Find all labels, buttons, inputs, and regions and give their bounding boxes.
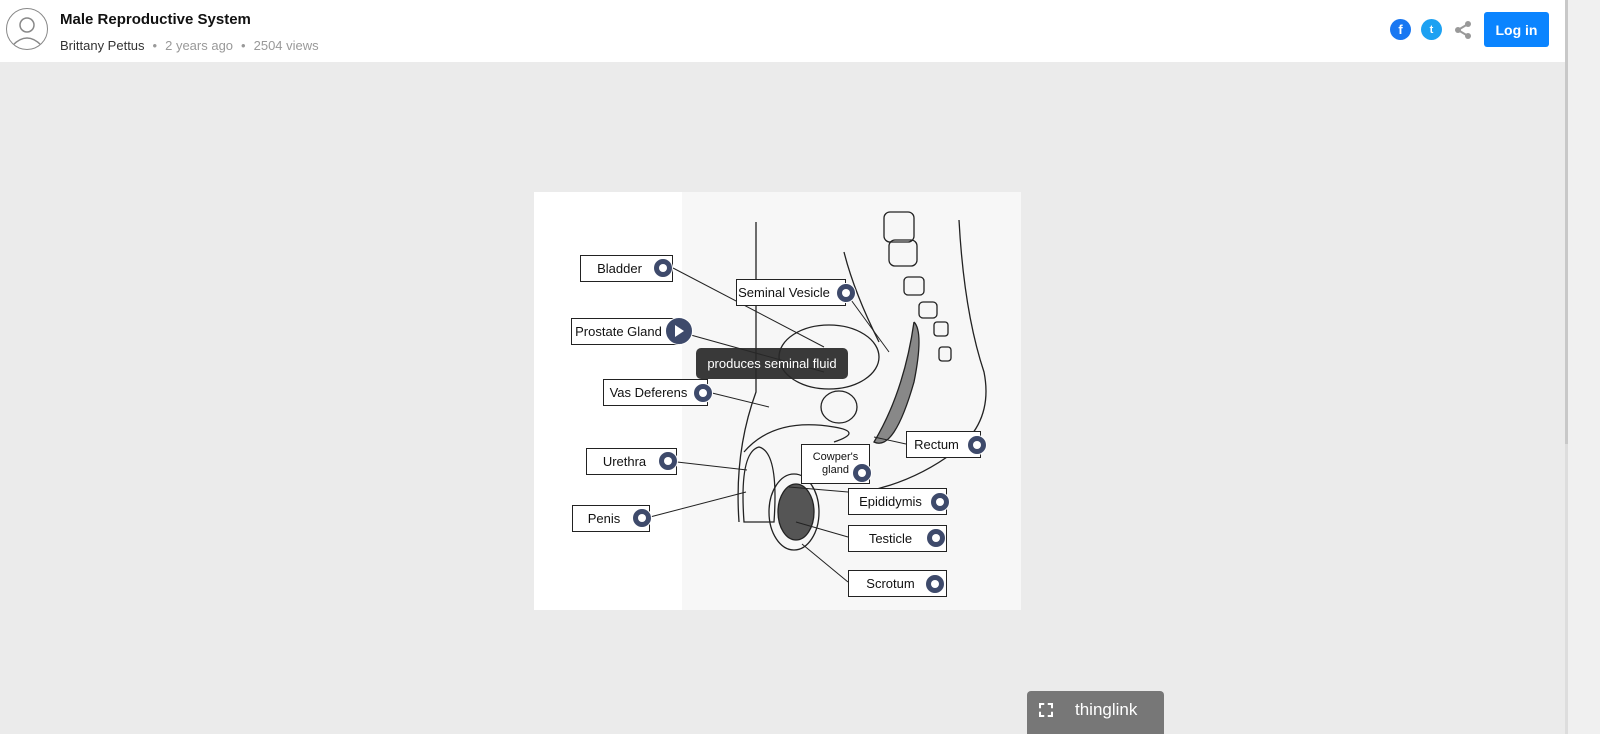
author-link[interactable]: Brittany Pettus	[60, 38, 145, 53]
facebook-icon[interactable]: f	[1390, 19, 1411, 40]
share-icon[interactable]	[1452, 19, 1473, 40]
header: Male Reproductive System Brittany Pettus…	[0, 0, 1565, 62]
hotspot-epididymis[interactable]	[930, 492, 950, 512]
twitter-icon[interactable]: t	[1421, 19, 1442, 40]
hotspot-rectum[interactable]	[967, 435, 987, 455]
hotspot-seminal-vesicle[interactable]	[836, 283, 856, 303]
label-text: Vas Deferens	[609, 385, 688, 400]
label-text: Epididymis	[859, 494, 922, 509]
thinglink-toolbar: thinglink	[1027, 691, 1164, 734]
hotspot-tooltip: produces seminal fluid	[696, 348, 848, 379]
label-text: gland	[822, 464, 849, 476]
fullscreen-icon[interactable]	[1039, 703, 1053, 717]
post-time: 2 years ago	[165, 38, 234, 53]
hotspot-urethra[interactable]	[658, 451, 678, 471]
label-epididymis: Epididymis	[848, 488, 947, 515]
thinglink-logo[interactable]: thinglink	[1075, 700, 1138, 719]
login-button[interactable]: Log in	[1484, 12, 1549, 47]
label-text: Urethra	[602, 454, 647, 469]
label-text: Prostate Gland	[575, 324, 662, 339]
label-text: Cowper's	[812, 451, 859, 463]
hotspot-bladder[interactable]	[653, 258, 673, 278]
label-text: Bladder	[597, 261, 642, 276]
label-seminal-vesicle: Seminal Vesicle	[736, 279, 846, 306]
hotspot-prostate-gland[interactable]	[665, 317, 693, 345]
label-text: Rectum	[914, 437, 959, 452]
hotspot-penis[interactable]	[632, 508, 652, 528]
view-count: 2504 views	[253, 38, 319, 53]
label-rectum: Rectum	[906, 431, 981, 458]
hotspot-testicle[interactable]	[926, 528, 946, 548]
label-text: Penis	[587, 511, 621, 526]
author-avatar[interactable]	[6, 8, 48, 50]
hotspot-cowpers-gland[interactable]	[852, 463, 872, 483]
page-title: Male Reproductive System	[60, 11, 251, 28]
label-text: Testicle	[868, 531, 913, 546]
diagram-image: Bladder Seminal Vesicle Prostate Gland p…	[534, 192, 1021, 610]
hotspot-vas-deferens[interactable]	[693, 383, 713, 403]
meta-line: Brittany Pettus•2 years ago•2504 views	[60, 38, 319, 53]
label-text: Seminal Vesicle	[738, 285, 830, 300]
scrollbar[interactable]	[1565, 0, 1600, 734]
label-prostate-gland: Prostate Gland	[571, 318, 680, 345]
hotspot-scrotum[interactable]	[925, 574, 945, 594]
label-vas-deferens: Vas Deferens	[603, 379, 708, 406]
label-text: Scrotum	[866, 576, 915, 591]
